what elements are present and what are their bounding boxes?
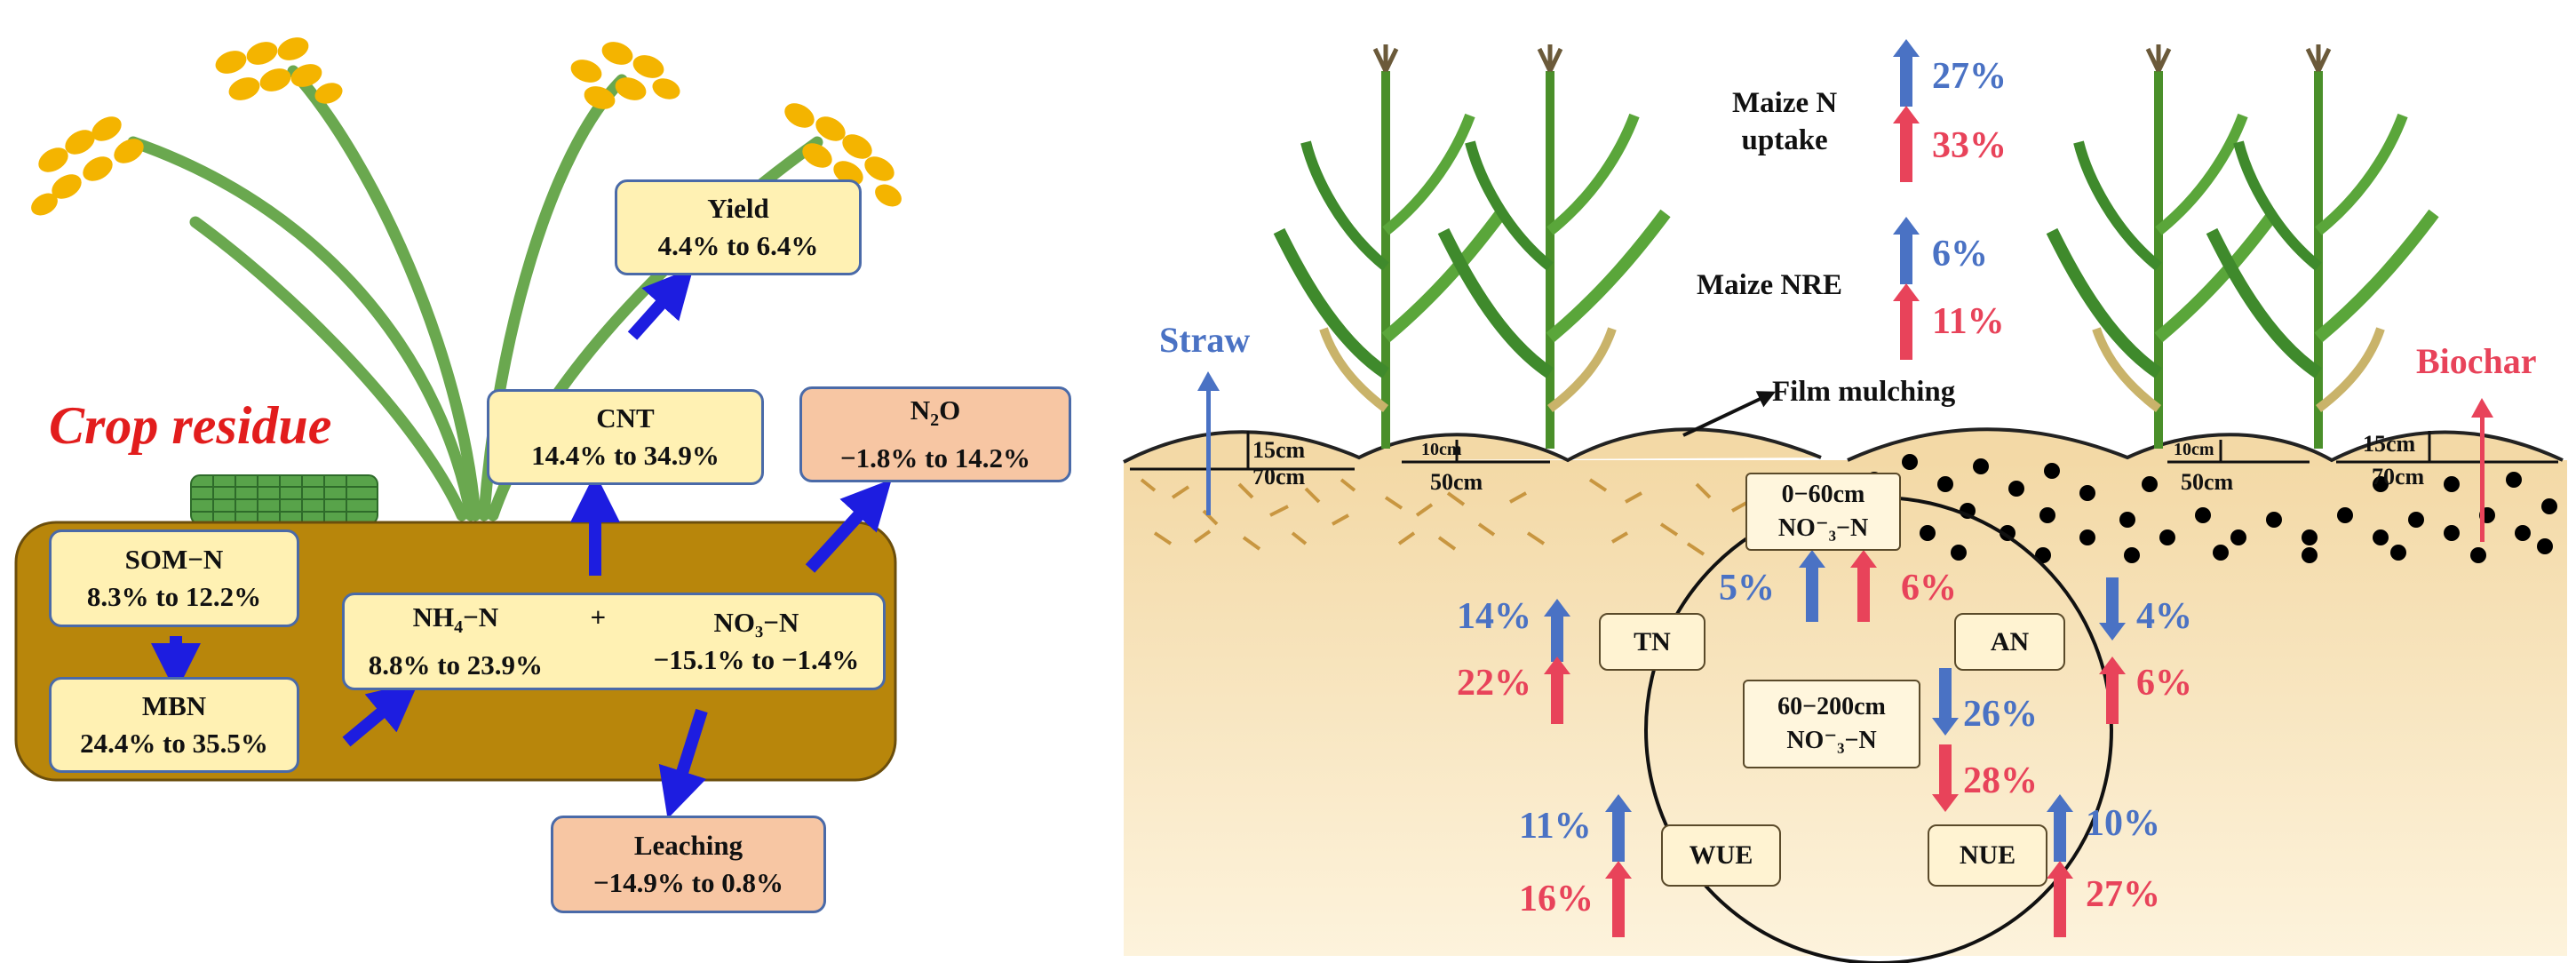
tn-box: TN [1599,613,1705,671]
dim-10cm-left: 10cm [1421,440,1462,459]
film-mulching-label: Film mulching [1772,376,1956,408]
wue-box: WUE [1661,824,1781,887]
dim-70cm-left: 70cm [1252,464,1306,489]
nue-red-pct: 27% [2086,874,2160,915]
mbn-label: MBN [141,690,207,721]
ridge-outlines [1123,427,2564,464]
nue-blue-pct: 10% [2086,803,2160,844]
flow-arrows [151,267,892,819]
straw-label: Straw [1159,320,1251,360]
dim-10cm-right: 10cm [2174,440,2214,459]
dim-50cm-left: 50cm [1430,469,1483,495]
maize-n-uptake-label: Maize N uptake [1732,87,1838,156]
dim-15cm-right: 15cm [2363,431,2416,457]
no3-range: −15.1% to −1.4% [653,644,860,675]
mbn-range: 24.4% to 35.5% [80,728,268,759]
yield-range: 4.4% to 6.4% [657,230,819,261]
som-n-range: 8.3% to 12.2% [86,581,262,612]
yield-label: Yield [707,193,769,224]
percentage-arrows [1544,39,2126,937]
an-red-pct: 6% [2136,663,2192,704]
no3-group: NO₃−N −15.1% to −1.4% [654,604,860,679]
no3-0-60-red-pct: 6% [1901,568,1957,609]
nh4-no3-box: NH4−N 8.8% to 23.9% + NO₃−N −15.1% to −1… [342,593,886,690]
maize-nre-label: Maize NRE [1697,269,1843,301]
maize-plants-illustration [1273,44,2439,449]
leaching-label: Leaching [633,830,743,861]
maize-nre-blue: 6% [1932,234,1988,275]
nh4-label: NH4−N [412,601,499,638]
biochar-particles [1866,454,2557,563]
crop-residue-title: Crop residue [49,396,332,455]
film-mulching-pointer [1682,391,1777,437]
cnt-range: 14.4% to 34.9% [531,440,720,471]
som-n-box: SOM−N 8.3% to 12.2% [49,529,299,627]
no3-0-60-blue-pct: 5% [1719,568,1775,609]
tn-red-pct: 22% [1457,663,1531,704]
residue-pile-illustration [190,474,378,525]
maize-n-uptake-blue: 27% [1932,56,2007,97]
no3-60-200-blue-pct: 26% [1963,694,2038,735]
no3-60-200cm-box: 60−200cm NO⁻₃−N [1743,680,1920,768]
wue-red-pct: 16% [1519,879,1594,919]
biochar-label: Biochar [2416,341,2537,381]
cnt-box: CNT 14.4% to 34.9% [487,389,764,485]
leaching-range: −14.9% to 0.8% [593,867,783,898]
nue-box: NUE [1928,824,2047,887]
leaching-box: Leaching −14.9% to 0.8% [551,816,826,913]
maize-nre-red: 11% [1932,301,2005,342]
dim-50cm-right: 50cm [2181,469,2234,495]
cnt-label: CNT [596,402,655,434]
an-box: AN [1954,613,2065,671]
nh4-range: 8.8% to 23.9% [368,649,544,680]
n2o-box: N2O −1.8% to 14.2% [799,386,1071,482]
dimension-markers [1130,431,2558,471]
no3-label: NO₃−N [713,607,799,638]
tn-blue-pct: 14% [1457,596,1531,637]
wue-blue-pct: 11% [1519,806,1592,847]
maize-n-uptake-red: 33% [1932,125,2007,166]
an-blue-pct: 4% [2136,596,2192,637]
som-n-label: SOM−N [124,544,224,575]
dim-70cm-right: 70cm [2372,464,2425,489]
mbn-box: MBN 24.4% to 35.5% [49,677,299,773]
nh4-group: NH4−N 8.8% to 23.9% [369,599,543,683]
no3-0-60cm-box: 0−60cm NO⁻₃−N [1745,473,1901,551]
rice-grain-clusters [31,37,902,216]
yield-box: Yield 4.4% to 6.4% [615,179,862,275]
n2o-label: N2O [910,394,961,431]
dim-15cm-left: 15cm [1252,437,1306,463]
plus-sign: + [590,601,607,633]
straw-input-arrow [1197,371,1220,515]
biochar-input-arrow [2471,398,2493,542]
no3-60-200-red-pct: 28% [1963,760,2038,801]
n2o-range: −1.8% to 14.2% [840,442,1030,474]
